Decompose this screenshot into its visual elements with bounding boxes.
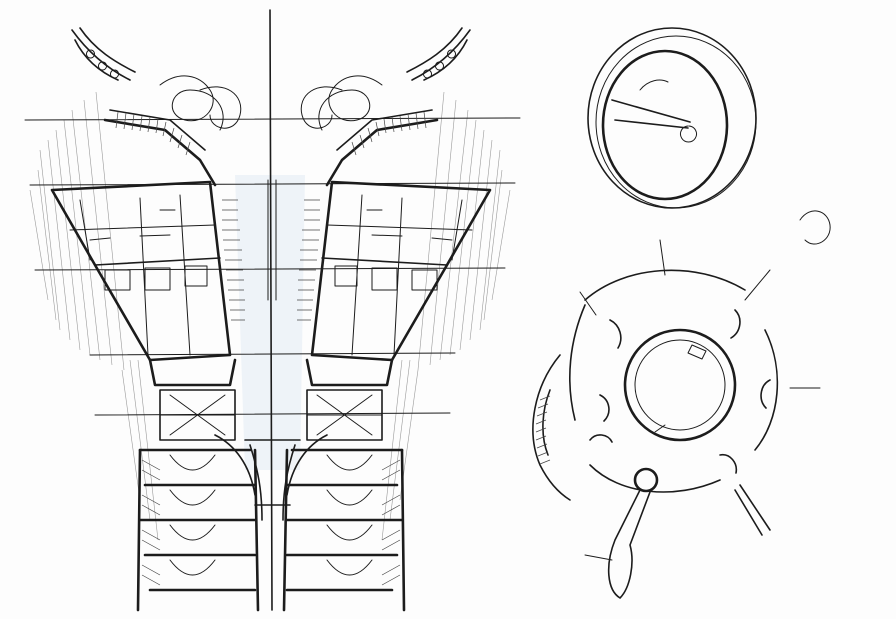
mechanical-ring-sketch: [532, 239, 821, 599]
joint-ball: [633, 467, 659, 493]
left-horn: [71, 27, 136, 81]
blade-spike: [607, 489, 651, 599]
left-cable-coils: [159, 75, 242, 131]
right-hip-segments: [285, 448, 404, 592]
armor-torso-sketch: [24, 9, 521, 612]
left-half: [50, 27, 260, 612]
left-shoulder-band: [103, 118, 217, 187]
ring-notches: [589, 309, 771, 474]
small-loop-mark: [799, 210, 831, 245]
left-hip-segments: [138, 448, 257, 592]
right-cable-coils: [300, 75, 383, 131]
left-spine-hatching: [222, 199, 245, 321]
left-arm-segment: [532, 354, 571, 501]
outer-ring-arcs: [569, 269, 779, 493]
left-waist: [148, 358, 237, 387]
inner-ring: [623, 328, 737, 442]
left-panel-slots: [104, 265, 208, 291]
center-tint: [235, 175, 305, 470]
construction-lines: [24, 117, 521, 416]
center-lower-joint: [244, 439, 301, 521]
right-waist: [305, 358, 394, 387]
right-horn: [406, 27, 471, 81]
left-chest-plate: [50, 180, 232, 362]
right-chest-plate: [310, 180, 492, 362]
circular-detail-sketch: [587, 27, 831, 245]
right-shoulder-band: [325, 118, 439, 187]
right-half: [282, 27, 492, 612]
right-panel-slots: [334, 265, 438, 291]
center-axis-guides: [267, 179, 277, 301]
lower-right-strut: [734, 484, 771, 536]
right-spine-hatching: [297, 199, 320, 321]
center-axis: [269, 9, 273, 611]
